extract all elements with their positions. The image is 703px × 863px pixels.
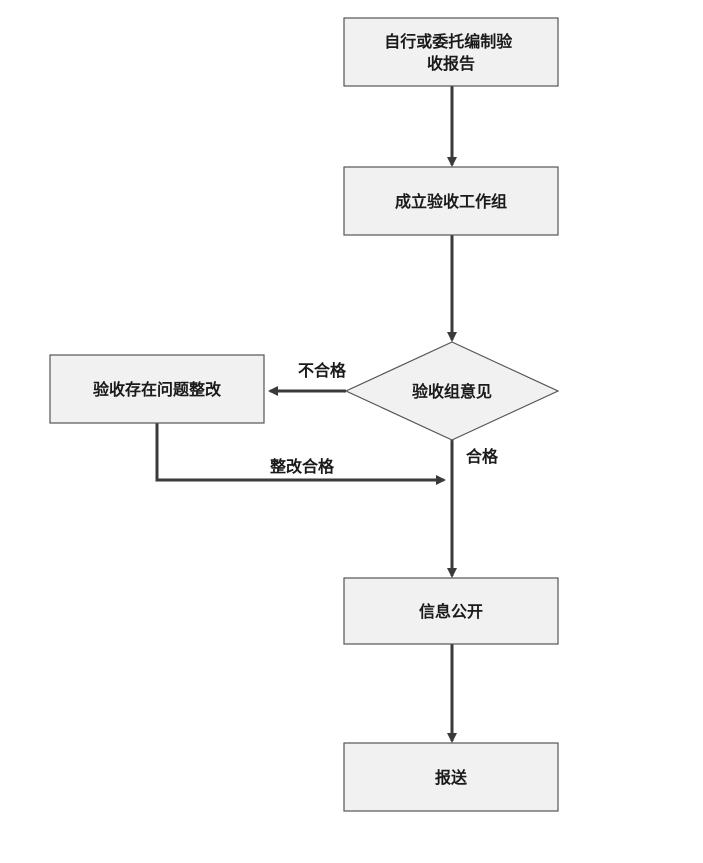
node-team-opinion-label: 验收组意见 <box>412 382 492 401</box>
node-prepare-report: 自行或委托编制验 收报告 <box>343 17 559 87</box>
node-submit: 报送 <box>343 742 559 812</box>
node-rectify: 验收存在问题整改 <box>49 354 265 424</box>
node-submit-label: 报送 <box>435 768 468 787</box>
node-prepare-report-line-2: 收报告 <box>427 54 475 73</box>
node-publicize: 信息公开 <box>343 577 559 645</box>
edge-label-not-qualified: 不合格 <box>298 361 347 380</box>
node-publicize-label: 信息公开 <box>419 602 483 621</box>
node-form-team-label: 成立验收工作组 <box>395 192 507 211</box>
edge-label-rectified-qualified: 整改合格 <box>269 457 335 476</box>
node-prepare-report-line-1: 自行或委托编制验 <box>384 32 513 51</box>
node-form-team: 成立验收工作组 <box>343 166 559 236</box>
edge-rectify-to-main <box>155 423 446 485</box>
node-rectify-label: 验收存在问题整改 <box>93 380 222 399</box>
node-team-opinion: 验收组意见 <box>344 341 560 441</box>
svg-text:自行或委托编制验 收报告: 自行或委托编制验 收报告 <box>384 32 518 73</box>
edge-label-qualified: 合格 <box>466 447 499 466</box>
